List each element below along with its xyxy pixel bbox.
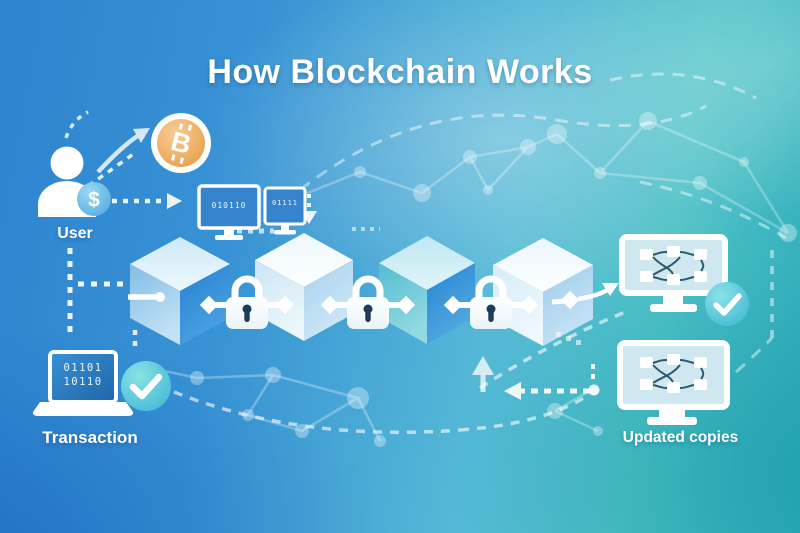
padlock-icon <box>347 279 389 329</box>
bitcoin-icon: B <box>151 113 211 173</box>
block-3 <box>379 236 475 344</box>
binary-monitor-left <box>197 184 261 240</box>
user-label: User <box>57 225 93 242</box>
dashed-arc-user-top <box>64 110 89 139</box>
updated-copies-label: Updated copies <box>622 429 739 446</box>
dollar-badge <box>77 182 111 216</box>
padlock-icon <box>226 279 268 329</box>
page-title: How Blockchain Works <box>207 53 593 91</box>
dollar-symbol: $ <box>88 189 100 212</box>
monitor-binary-left: 010110 <box>211 201 247 210</box>
binary-monitor-right <box>263 186 307 235</box>
link-3 <box>443 279 539 329</box>
laptop-binary: 01101 10110 <box>52 361 114 389</box>
blockchain-blocks <box>128 233 593 346</box>
updated-monitor-bottom <box>617 340 730 425</box>
padlock-icon <box>470 279 512 329</box>
block-2 <box>255 233 353 341</box>
block-links <box>199 279 619 329</box>
dashed-arrow-updated-to-left <box>504 364 600 400</box>
block-1 <box>128 237 230 345</box>
dash-dots-right <box>556 332 581 345</box>
updated-check-icon <box>705 282 749 326</box>
monitor-binary-right: 01111 <box>271 199 299 207</box>
block-4 <box>493 238 593 346</box>
laptop-icon <box>32 350 134 416</box>
curved-arrow-user-to-bitcoin <box>96 128 150 174</box>
user-icon: $ <box>38 146 111 217</box>
transaction-label: Transaction <box>42 428 138 447</box>
laptop-binary-line1: 01101 <box>63 362 103 374</box>
link-out <box>551 283 619 310</box>
link-2 <box>320 279 416 329</box>
dashed-arrow-user-to-monitors <box>112 193 182 209</box>
updated-monitor-top <box>619 234 728 312</box>
transaction-check-icon <box>121 361 171 411</box>
up-arrow-bottom-center <box>472 356 494 392</box>
link-1 <box>199 279 295 329</box>
laptop-binary-line2: 10110 <box>63 376 103 388</box>
